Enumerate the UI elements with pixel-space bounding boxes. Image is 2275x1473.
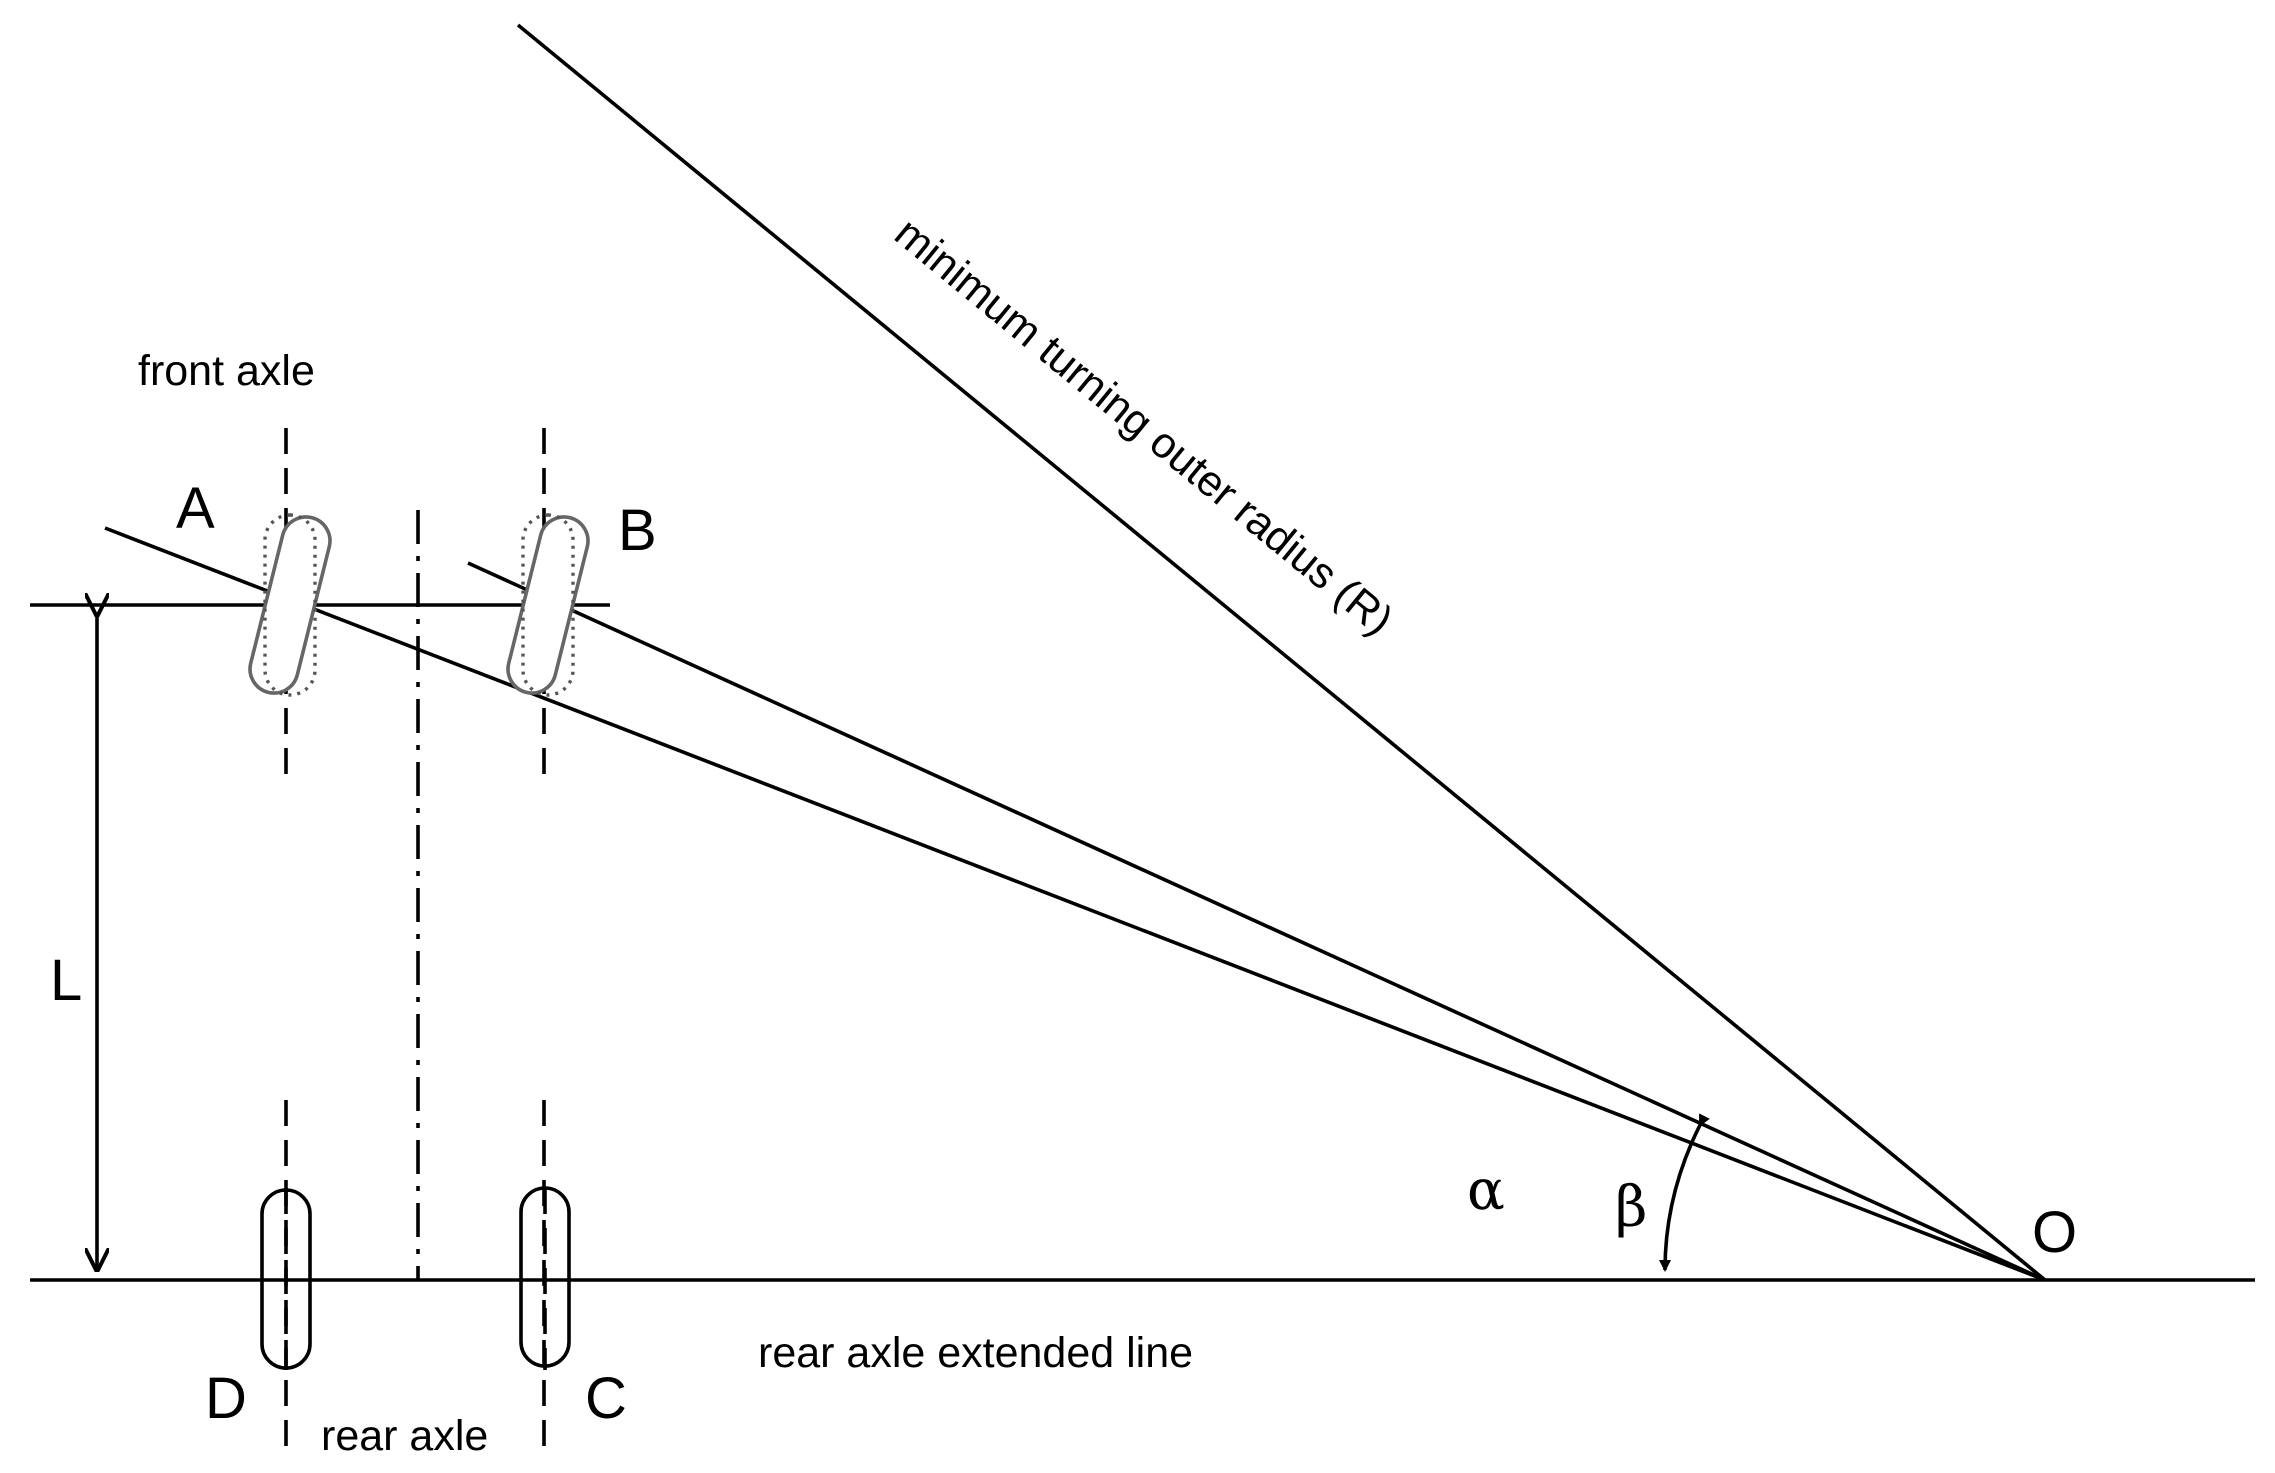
minimum-turning-radius-line <box>516 23 2047 1282</box>
minimum-turning-radius-label: minimum turning outer radius (R) <box>886 209 1402 645</box>
front-left-wheel <box>248 513 332 697</box>
point-d-label: D <box>205 1366 247 1431</box>
alpha-label: α <box>1467 1158 1505 1223</box>
rear-axle-extended-label: rear axle extended line <box>758 1329 1193 1377</box>
front-axle-label: front axle <box>138 347 315 395</box>
rear-axle-label: rear axle <box>321 1412 488 1460</box>
point-c-label: C <box>585 1366 627 1431</box>
inner-wheel-steering-line <box>104 526 2046 1282</box>
point-o-label: O <box>2032 1200 2077 1265</box>
outer-wheel-steering-line <box>467 561 2046 1282</box>
beta-label: β <box>1615 1175 1647 1240</box>
point-a-label: A <box>176 476 215 541</box>
point-b-label: B <box>618 498 657 563</box>
wheelbase-label: L <box>50 948 82 1013</box>
front-right-wheel <box>506 513 590 697</box>
beta-angle-arc <box>1659 1113 1710 1272</box>
